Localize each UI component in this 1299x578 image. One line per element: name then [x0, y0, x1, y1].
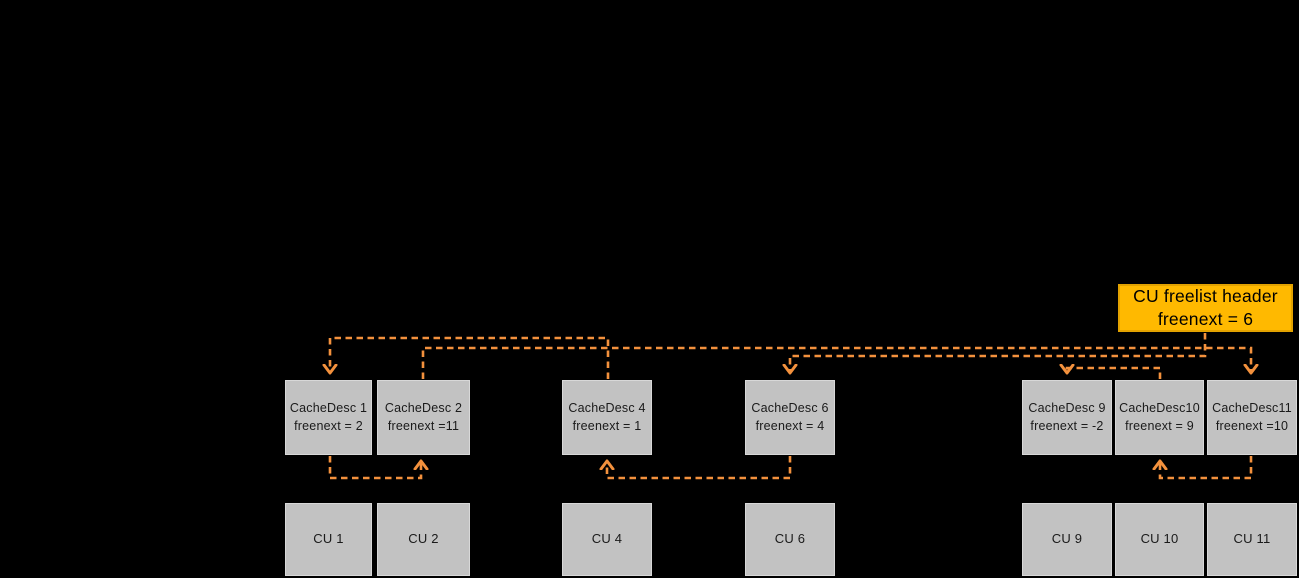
cachedesc-4-box: CacheDesc 4 freenext = 1 — [562, 380, 652, 455]
cachedesc-11-box: CacheDesc11 freenext =10 — [1207, 380, 1297, 455]
cu-11-box: CU 11 — [1207, 503, 1297, 576]
cachedesc-1-title: CacheDesc 1 — [289, 400, 368, 415]
cachedesc-1-freenext: freenext = 2 — [294, 418, 363, 433]
arrow-cachedesc11-to-cachedesc10 — [1160, 456, 1253, 480]
cu-freelist-header-title: CU freelist header — [1133, 286, 1278, 307]
arrow-cachedesc10-to-cachedesc9 — [1067, 368, 1162, 379]
cu-6-label: CU 6 — [774, 531, 806, 547]
arrow-cachedesc6-to-cachedesc4 — [607, 456, 792, 480]
cachedesc-1-box: CacheDesc 1 freenext = 2 — [285, 380, 372, 455]
cachedesc-9-freenext: freenext = -2 — [1030, 418, 1104, 433]
cachedesc-11-freenext: freenext =10 — [1215, 418, 1289, 433]
cu-10-box: CU 10 — [1115, 503, 1204, 576]
cachedesc-6-title: CacheDesc 6 — [751, 400, 829, 415]
cu-10-label: CU 10 — [1140, 531, 1179, 547]
cachedesc-9-title: CacheDesc 9 — [1028, 400, 1106, 415]
cu-11-label: CU 11 — [1233, 531, 1271, 547]
cachedesc-6-box: CacheDesc 6 freenext = 4 — [745, 380, 835, 455]
cachedesc-2-box: CacheDesc 2 freenext =11 — [377, 380, 470, 455]
cachedesc-6-freenext: freenext = 4 — [755, 418, 825, 433]
arrow-cachedesc1-to-cachedesc2 — [328, 456, 421, 480]
cachedesc-2-title: CacheDesc 2 — [384, 400, 463, 415]
cu-2-label: CU 2 — [408, 531, 439, 547]
cachedesc-9-box: CacheDesc 9 freenext = -2 — [1022, 380, 1112, 455]
cu-freelist-header-freenext: freenext = 6 — [1157, 309, 1254, 329]
arrow-cachedesc4-to-cachedesc1 — [330, 336, 610, 379]
cachedesc-11-title: CacheDesc11 — [1212, 400, 1292, 415]
cu-6-box: CU 6 — [745, 503, 835, 576]
cu-4-box: CU 4 — [562, 503, 652, 576]
cachedesc-10-box: CacheDesc10 freenext = 9 — [1115, 380, 1204, 455]
arrow-cachedesc2-to-cachedesc11 — [421, 346, 1251, 379]
cachedesc-10-freenext: freenext = 9 — [1125, 418, 1194, 433]
cu-9-box: CU 9 — [1022, 503, 1112, 576]
cu-2-box: CU 2 — [377, 503, 470, 576]
cachedesc-10-title: CacheDesc10 — [1119, 400, 1200, 415]
cu-4-label: CU 4 — [591, 531, 623, 547]
cu-1-label: CU 1 — [313, 531, 344, 547]
arrow-header-to-cachedesc6 — [790, 333, 1207, 372]
cu-1-box: CU 1 — [285, 503, 372, 576]
cachedesc-4-freenext: freenext = 1 — [572, 418, 642, 433]
cachedesc-4-title: CacheDesc 4 — [568, 400, 646, 415]
cu-9-label: CU 9 — [1051, 531, 1083, 547]
cachedesc-2-freenext: freenext =11 — [387, 418, 460, 433]
cu-freelist-header-box: CU freelist header freenext = 6 — [1118, 284, 1293, 332]
